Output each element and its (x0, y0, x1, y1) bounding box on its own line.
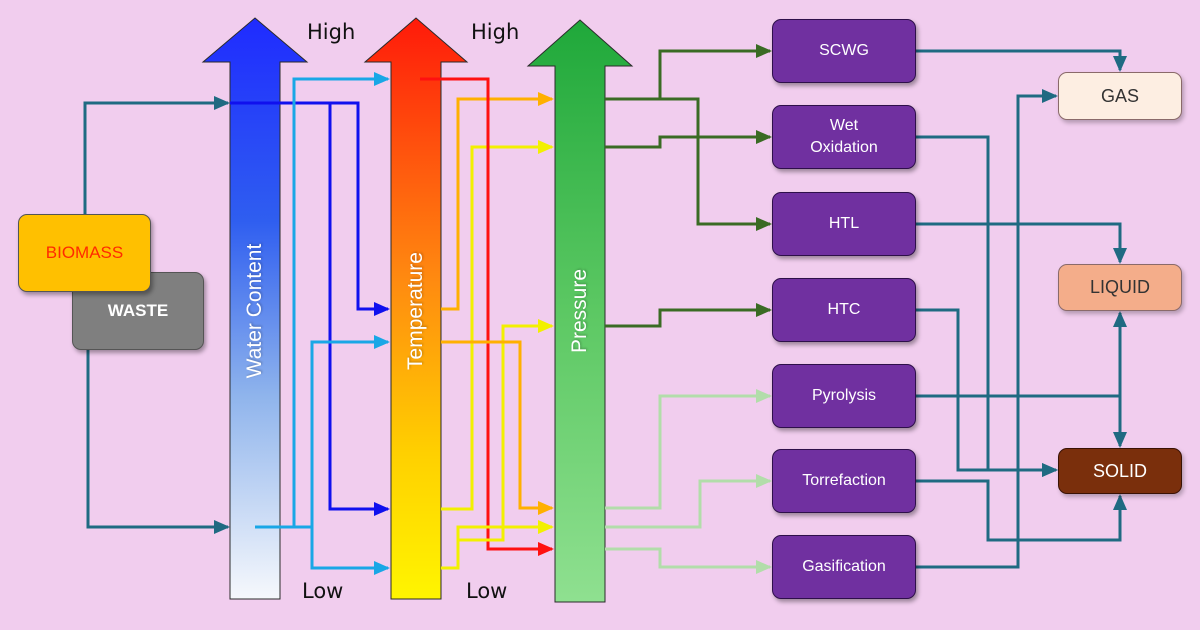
pressure-label: Pressure (568, 268, 591, 354)
low-water-to-temp-line-2 (270, 335, 390, 529)
waste-label: WASTE (107, 301, 169, 320)
scwg-box: SCWG (772, 19, 916, 83)
torrefaction-box: Torrefaction (772, 449, 916, 513)
gasification-box: Gasification (772, 535, 916, 599)
biomass-label: BIOMASS (45, 243, 124, 262)
low-label-temperature: Low (466, 579, 508, 603)
temp-to-pressure-orange-2 (441, 340, 554, 515)
wet-oxidation-label: Wet Oxidation (810, 117, 878, 156)
pyrolysis-box: Pyrolysis (772, 364, 916, 428)
pressure-to-htl-line (605, 97, 772, 231)
pressure-to-gasification-line (605, 547, 772, 574)
htc-to-solid-line (916, 308, 1058, 477)
htc-box: HTC (772, 278, 916, 342)
htl-to-liquid-line (916, 222, 1127, 264)
liquid-box: LIQUID (1058, 264, 1182, 311)
htl-label: HTL (828, 215, 860, 232)
scwg-to-gas-line (916, 49, 1127, 72)
waste-to-water-line (86, 350, 230, 534)
gas-label: GAS (1100, 85, 1139, 106)
solid-label: SOLID (1092, 460, 1148, 481)
pressure-to-wet-oxidation-line (605, 130, 772, 149)
liquid-label: LIQUID (1089, 277, 1150, 297)
low-label-water: Low (302, 579, 344, 603)
water-content-label: Water Content (243, 243, 266, 379)
pyrolysis-label: Pyrolysis (811, 387, 876, 404)
high-label-water: High (307, 20, 356, 44)
pressure-to-htc-line (605, 303, 772, 328)
water-content-arrow (201, 17, 309, 600)
biomass-to-water-line (83, 96, 230, 214)
wet-oxidation-to-solid-line (916, 135, 1058, 477)
temperature-label: Temperature (404, 252, 427, 370)
htl-box: HTL (772, 192, 916, 256)
low-water-to-temp-line-3 (294, 525, 390, 575)
gas-box: GAS (1058, 72, 1182, 120)
solid-box: SOLID (1058, 448, 1182, 494)
scwg-label: SCWG (819, 42, 869, 59)
gasification-to-gas-line (916, 89, 1058, 569)
gasification-label: Gasification (802, 558, 886, 575)
temp-to-pressure-red (420, 77, 554, 556)
temp-to-pressure-orange-1 (441, 92, 554, 311)
pressure-to-pyrolysis-line (605, 389, 772, 510)
torrefaction-label: Torrefaction (802, 472, 886, 489)
temp-to-pressure-yellow-1 (441, 140, 554, 511)
temp-to-pressure-yellow-3 (441, 520, 554, 570)
pressure-arrow (526, 19, 634, 603)
pressure-to-scwg-line (605, 44, 772, 101)
pressure-to-torrefaction-line (605, 474, 772, 529)
pyrolysis-to-liquid-line (1100, 311, 1127, 398)
high-label-temperature: High (471, 20, 520, 44)
biomass-box: BIOMASS (18, 214, 151, 292)
wet-oxidation-box: Wet Oxidation (772, 105, 916, 169)
torrefaction-to-solid-line (916, 479, 1127, 542)
htc-label: HTC (827, 301, 861, 318)
